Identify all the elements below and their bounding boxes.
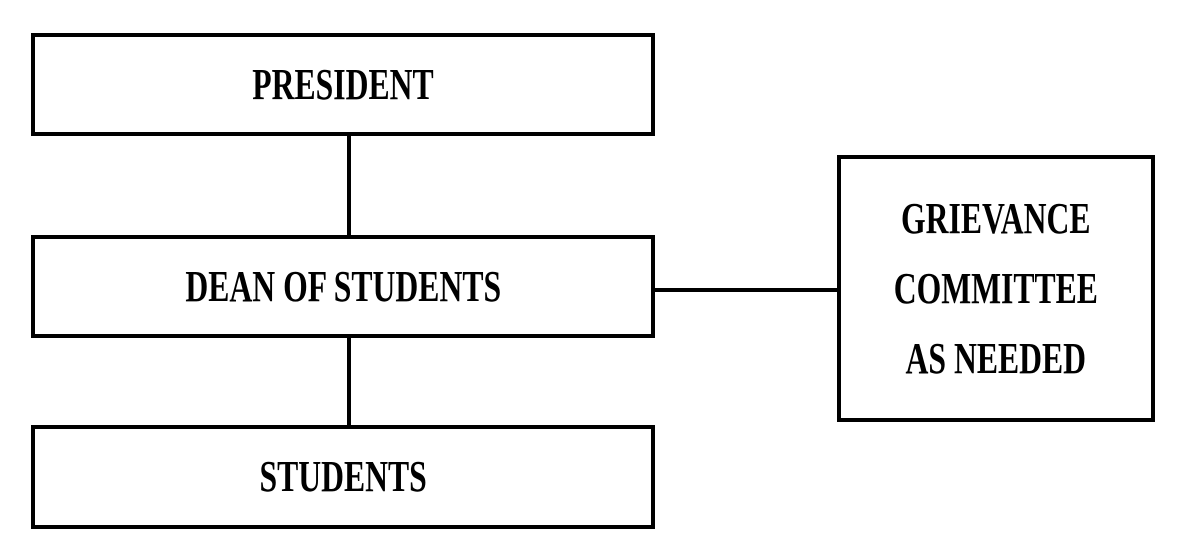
dean-of-students-node: DEAN OF STUDENTS (31, 235, 655, 338)
students-label: STUDENTS (259, 452, 427, 501)
president-label: PRESIDENT (252, 59, 434, 109)
president-node: PRESIDENT (31, 33, 655, 136)
grievance-committee-label-line-3: AS NEEDED (905, 333, 1087, 383)
grievance-committee-label-line-1: GRIEVANCE (901, 193, 1091, 243)
students-node: STUDENTS (31, 425, 655, 529)
grievance-committee-node: GRIEVANCE COMMITTEE AS NEEDED (837, 155, 1155, 422)
dean-of-students-label: DEAN OF STUDENTS (185, 261, 501, 311)
connector-president-dean (347, 136, 351, 235)
grievance-committee-label-line-2: COMMITTEE (893, 263, 1099, 313)
connector-dean-students (347, 338, 351, 425)
grievance-committee-label: GRIEVANCE COMMITTEE AS NEEDED (894, 184, 1098, 394)
connector-dean-grievance-committee (655, 288, 837, 292)
